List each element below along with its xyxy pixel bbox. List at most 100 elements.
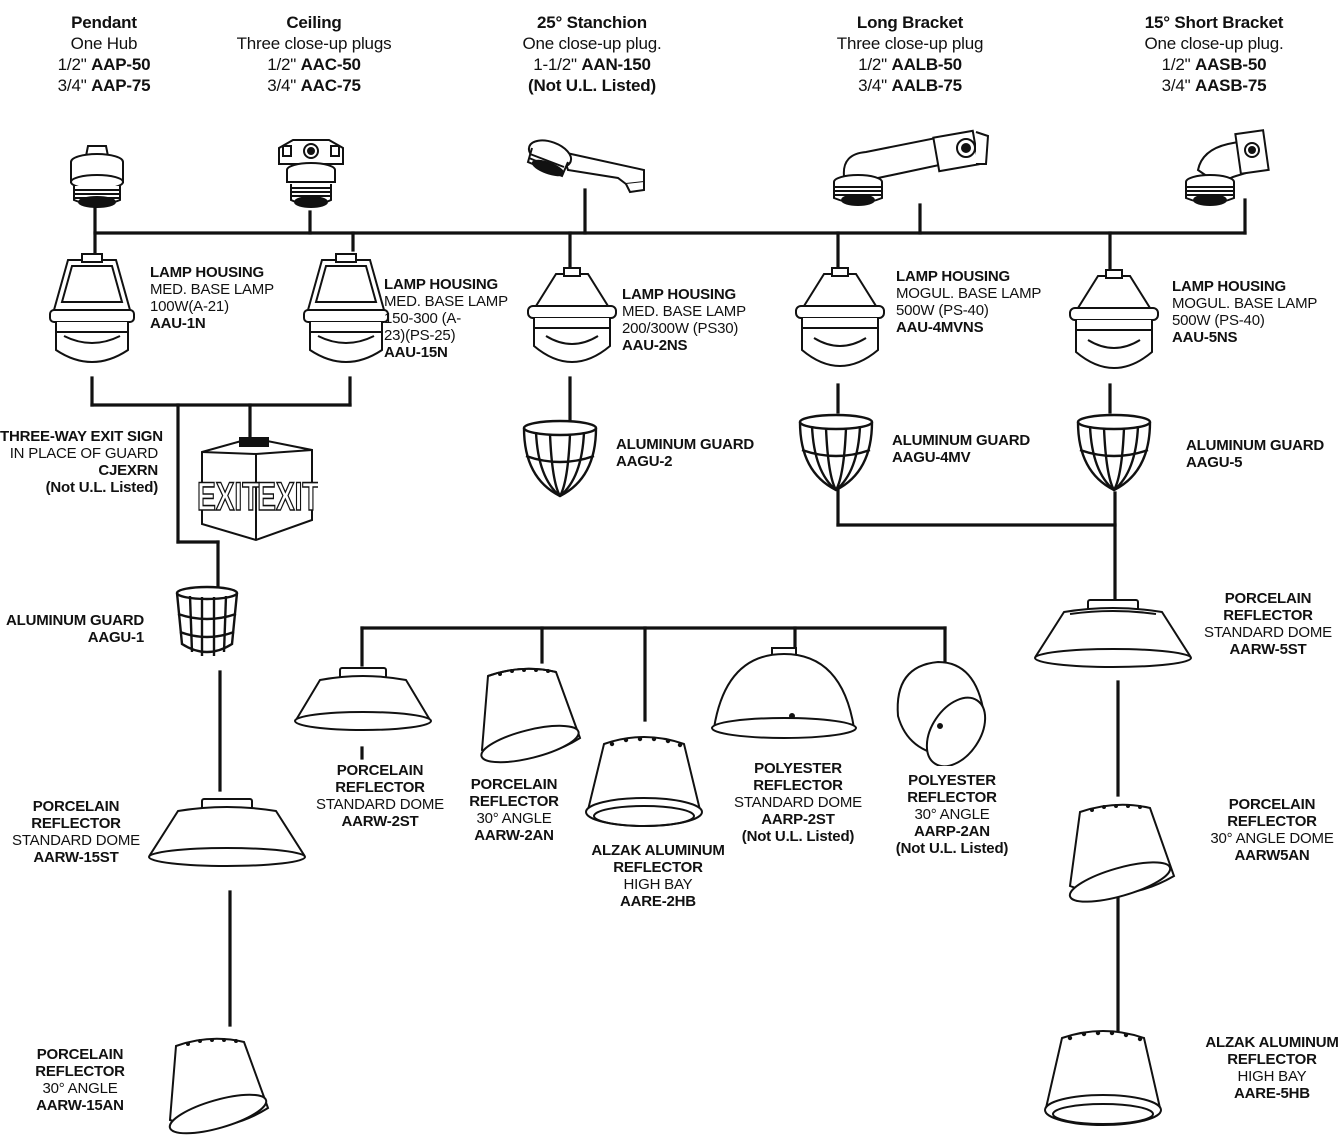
label-line: 30° ANGLE: [914, 806, 990, 823]
label-line: MOGUL. BASE LAMP: [1172, 295, 1318, 312]
label-line: Long Bracket: [856, 13, 964, 32]
size-prefix: 3/4": [57, 76, 92, 95]
label-line: (Not U.L. Listed): [45, 479, 159, 496]
label-line: CJEXRN: [98, 462, 158, 479]
label-line: 150-300 (A-: [384, 310, 462, 327]
label-line: 3/4" AASB-75: [1144, 75, 1283, 96]
size-prefix: 1/2": [267, 55, 301, 74]
size-prefix: 3/4": [858, 76, 892, 95]
label-line: ALUMINUM GUARD: [5, 612, 144, 629]
label-line: 25° Stanchion: [536, 13, 648, 32]
label-line: 3/4" AALB-75: [837, 75, 983, 96]
size-prefix: 1/2": [1161, 55, 1196, 74]
size-prefix: 1/2": [858, 55, 892, 74]
label-line: 30° ANGLE: [42, 1080, 118, 1097]
label-line: MOGUL. BASE LAMP: [896, 285, 1042, 302]
label-line: AAGU-4MV: [892, 449, 971, 466]
short-bracket-hub-icon: [1185, 129, 1270, 206]
label-line: AAU-15N: [384, 344, 448, 361]
lamp-housing-aau-2ns-icon: [527, 267, 617, 363]
reflector-aarp-2an-icon: [896, 660, 987, 766]
label-line: REFLECTOR: [335, 779, 425, 796]
label-line: 1-1/2" AAN-150: [522, 54, 661, 75]
label-line: REFLECTOR: [907, 789, 997, 806]
pendant-hub-icon: [70, 145, 124, 208]
label-line: AARW-2ST: [341, 813, 419, 830]
label-line: One close-up plug.: [522, 34, 662, 53]
label-line: ALUMINUM GUARD: [892, 432, 1031, 449]
label-line: Pendant: [71, 13, 137, 32]
label-line: (Not U.L. Listed): [895, 840, 1009, 857]
label-line: 30° ANGLE DOME: [1210, 830, 1334, 847]
aluminum-guard-aagu-5-icon: [1076, 413, 1152, 492]
size-prefix: 3/4": [267, 76, 301, 95]
catalog-number: AASB-50: [1195, 55, 1267, 74]
label-line: 200/300W (PS30): [622, 320, 739, 337]
three-way-exit-sign-icon: EXIT EXIT: [196, 436, 318, 542]
catalog-number: AALB-75: [891, 76, 962, 95]
label-line: REFLECTOR: [1223, 607, 1313, 624]
catalog-number: AAN-150: [581, 55, 651, 74]
label-line: ALUMINUM GUARD: [1186, 437, 1325, 454]
label-line: 3/4" AAC-75: [237, 75, 392, 96]
label-line: POLYESTER: [754, 760, 842, 777]
label-line: PORCELAIN: [470, 776, 558, 793]
label-line: PORCELAIN: [36, 1046, 124, 1063]
label-line: AARW-15ST: [33, 849, 119, 866]
reflector-aare-5hb-icon: [1044, 1030, 1162, 1126]
label-line: 15° Short Bracket: [1144, 13, 1284, 32]
label-line: (Not U.L. Listed): [741, 828, 855, 845]
size-prefix: 3/4": [1161, 76, 1196, 95]
label-line: STANDARD DOME: [1204, 624, 1332, 641]
size-prefix: 1-1/2": [533, 55, 582, 74]
label-line: AARP-2ST: [761, 811, 835, 828]
reflector-aare-2hb-icon: [585, 736, 703, 827]
label-line: Ceiling: [286, 13, 342, 32]
aluminum-guard-aagu-1-icon: [175, 585, 239, 656]
exit-right-text: EXIT: [257, 475, 318, 519]
label-line: STANDARD DOME: [12, 832, 140, 849]
reflector-aarw-2st-icon: [294, 667, 432, 731]
label-line: MED. BASE LAMP: [384, 293, 508, 310]
label-line: PORCELAIN: [336, 762, 424, 779]
catalog-number: AAC-75: [300, 76, 361, 95]
label-line: 30° ANGLE: [476, 810, 552, 827]
size-prefix: 1/2": [57, 55, 92, 74]
label-line: REFLECTOR: [1227, 1051, 1317, 1068]
label-line: PORCELAIN: [1224, 590, 1312, 607]
label-line: 3/4" AAP-75: [58, 75, 151, 96]
label-line: One Hub: [70, 34, 138, 53]
label-line: MED. BASE LAMP: [150, 281, 274, 298]
label-line: Three close-up plug: [836, 34, 984, 53]
catalog-number: AAP-75: [91, 76, 151, 95]
label-line: REFLECTOR: [469, 793, 559, 810]
catalog-number: AASB-75: [1195, 76, 1267, 95]
label-line: AARW-2AN: [474, 827, 554, 844]
lamp-housing-aau-1n-icon: [49, 253, 135, 363]
reflector-aarw5an-icon: [1068, 803, 1176, 903]
label-line: MED. BASE LAMP: [622, 303, 746, 320]
label-line: REFLECTOR: [753, 777, 843, 794]
catalog-number: AAP-50: [91, 55, 151, 74]
label-line: AARW-5ST: [1229, 641, 1307, 658]
lamp-housing-aau-5ns-icon: [1069, 269, 1159, 369]
long-bracket-hub-icon: [833, 129, 990, 206]
label-line: AAU-5NS: [1172, 329, 1238, 346]
label-line: HIGH BAY: [623, 876, 693, 893]
